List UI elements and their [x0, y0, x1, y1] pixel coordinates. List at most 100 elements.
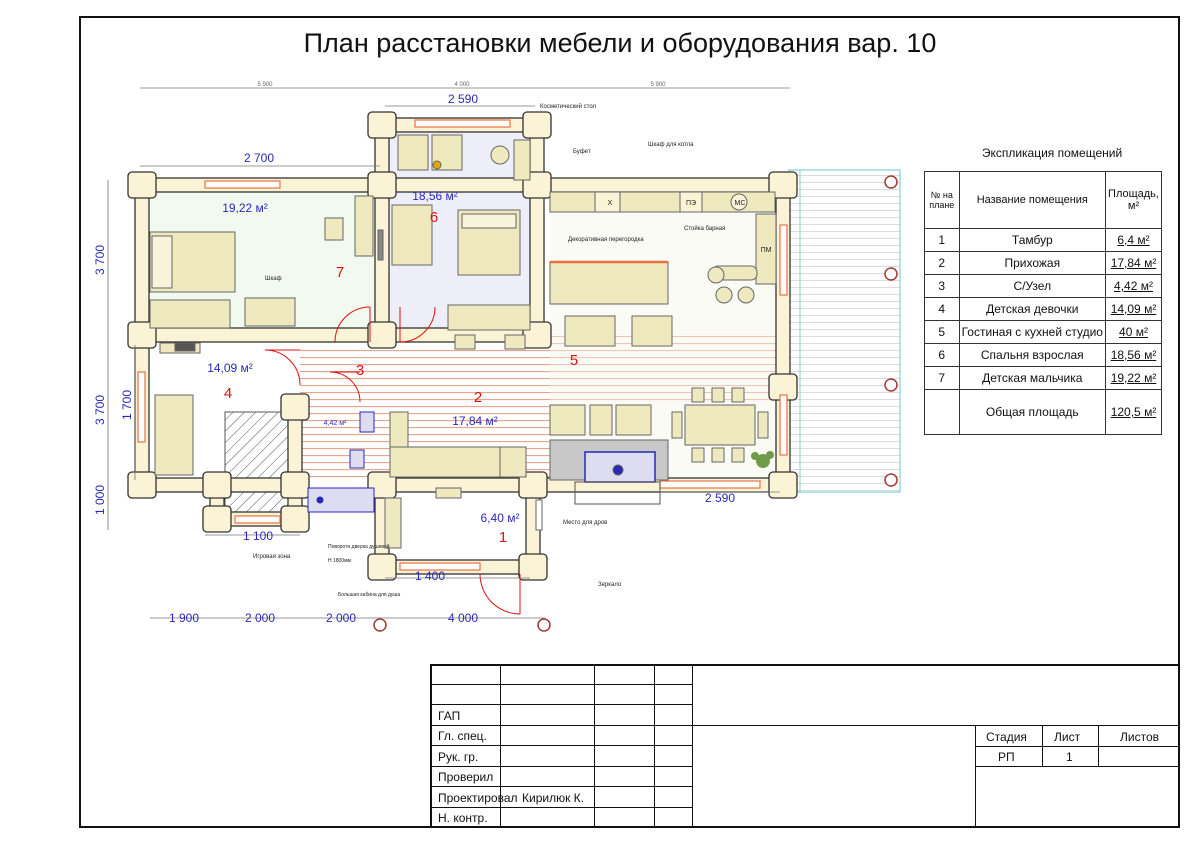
- row-name: С/Узел: [958, 274, 1107, 298]
- dim-bottom: 4 000: [448, 611, 478, 625]
- callout-firewood: Место для дров: [563, 520, 607, 526]
- dim-top-small: 5 900: [257, 82, 273, 88]
- row-area: 18,56 м²: [1105, 343, 1162, 367]
- appliance-pe-label: ПЭ: [686, 200, 696, 207]
- dim-left-3700b: 3 700: [93, 395, 107, 425]
- row-area: 4,42 м²: [1105, 274, 1162, 298]
- callout-wardrobe: Шкаф: [265, 276, 282, 282]
- explication-table: № на плане Название помещения Площадь, м…: [924, 171, 1162, 435]
- room-number-7: 7: [336, 264, 344, 281]
- plant: [751, 451, 774, 468]
- sheet-title: План расстановки мебели и оборудования в…: [303, 28, 937, 58]
- log-corners: [127, 111, 798, 581]
- callout-shower-door: Поворотн.дверка душевой: [328, 543, 390, 550]
- room-area-6: 18,56 м²: [412, 189, 458, 203]
- drawing-frame: [79, 16, 1180, 828]
- dim-top-small: 4 000: [454, 82, 470, 88]
- room-number-3: 3: [356, 362, 364, 379]
- callout-shower-height: H 1800мм: [328, 558, 352, 564]
- room-number-4: 4: [224, 385, 232, 402]
- row-area: 17,84 м²: [1105, 251, 1162, 275]
- stamp-stage-header: Стадия: [986, 730, 1027, 744]
- total-area: 120,5 м²: [1105, 389, 1162, 435]
- terrace-posts: [373, 175, 898, 632]
- stamp-designer: Кирилюк К.: [522, 791, 584, 805]
- stamp-row-designed: Проектировал: [438, 791, 518, 805]
- row-num: 5: [924, 320, 960, 344]
- row-name: Детская девочки: [958, 297, 1107, 321]
- hall-furniture: [389, 334, 527, 478]
- dim-left-3700: 3 700: [93, 245, 107, 275]
- dim-left-1700: 1 700: [120, 390, 134, 420]
- row-area: 14,09 м²: [1105, 297, 1162, 321]
- row-name: Прихожая: [958, 251, 1107, 275]
- row-num: 2: [924, 251, 960, 275]
- stamp-sheet: 1: [1066, 750, 1073, 764]
- dim-bottom: 1 900: [169, 611, 199, 625]
- room-area-7: 19,22 м²: [222, 201, 268, 215]
- row-area: 19,22 м²: [1105, 366, 1162, 390]
- row-area: 6,4 м²: [1105, 228, 1162, 252]
- door-swings: [264, 306, 521, 615]
- dim-bottom-2590: 2 590: [705, 491, 735, 505]
- header-area: Площадь, м²: [1105, 171, 1162, 229]
- dim-top-2700: 2 700: [244, 151, 274, 165]
- total-name: Общая площадь: [958, 389, 1107, 435]
- dim-bottom-1400: 1 400: [415, 569, 445, 583]
- callout-boiler-wardrobe: Шкаф для котла: [648, 142, 694, 148]
- dim-bottom-1100: 1 100: [243, 529, 273, 543]
- title-block: ГАП Гл. спец. Рук. гр. Проверил Проектир…: [430, 664, 1180, 828]
- callout-big-shower: Большая кабина для душа: [338, 592, 400, 598]
- header-num: № на плане: [924, 171, 960, 229]
- stamp-sheet-header: Лист: [1054, 730, 1081, 744]
- dim-top-2590: 2 590: [448, 92, 478, 106]
- stamp-row-gap: ГАП: [438, 709, 461, 723]
- row-name: Спальня взрослая: [958, 343, 1107, 367]
- stamp-sheets-header: Листов: [1120, 730, 1159, 744]
- callout-bar-counter: Стойка барная: [684, 225, 725, 232]
- entrance-furniture: [384, 487, 543, 549]
- room-1-floor: [385, 490, 535, 565]
- dim-left-1000: 1 000: [93, 485, 107, 515]
- dim-bottom: 2 000: [326, 611, 356, 625]
- room-area-2: 17,84 м²: [452, 414, 498, 428]
- stamp-stage: РП: [998, 750, 1015, 764]
- row-name: Гостиная с кухней студио: [958, 320, 1107, 344]
- dim-top-small: 5 900: [650, 82, 666, 88]
- room-area-3: 4,42 м²: [324, 420, 347, 427]
- callout-mirror: Зеркало: [598, 582, 622, 588]
- row-num: 7: [924, 366, 960, 390]
- callout-deco-partition: Декоративная перегородка: [568, 237, 644, 243]
- furniture-room-6: [391, 134, 531, 331]
- furniture-room-7: [149, 195, 384, 329]
- appliance-ms-label: МС: [735, 200, 746, 207]
- room-number-6: 6: [430, 209, 438, 226]
- appliance-pm-label: ПМ: [761, 247, 772, 254]
- terrace: [788, 169, 901, 493]
- windows: [137, 119, 788, 571]
- room-area-1: 6,40 м²: [481, 511, 520, 525]
- stamp-row-lead: Рук. гр.: [438, 750, 479, 764]
- row-num: 1: [924, 228, 960, 252]
- stamp-row-norm: Н. контр.: [438, 811, 488, 825]
- kitchen: [549, 191, 777, 347]
- callout-play-zone: Игровая зона: [253, 554, 291, 560]
- room-number-2: 2: [474, 389, 482, 406]
- row-num: 6: [924, 343, 960, 367]
- header-name: Название помещения: [958, 171, 1107, 229]
- living-furniture: [549, 387, 769, 505]
- appliance-x-label: Х: [608, 200, 613, 207]
- dimension-lines: [107, 87, 790, 619]
- callout-cosmetic-table: Косметический стол: [540, 103, 597, 110]
- row-area: 40 м²: [1105, 320, 1162, 344]
- row-name: Детская мальчика: [958, 366, 1107, 390]
- stamp-row-chief: Гл. спец.: [438, 729, 487, 743]
